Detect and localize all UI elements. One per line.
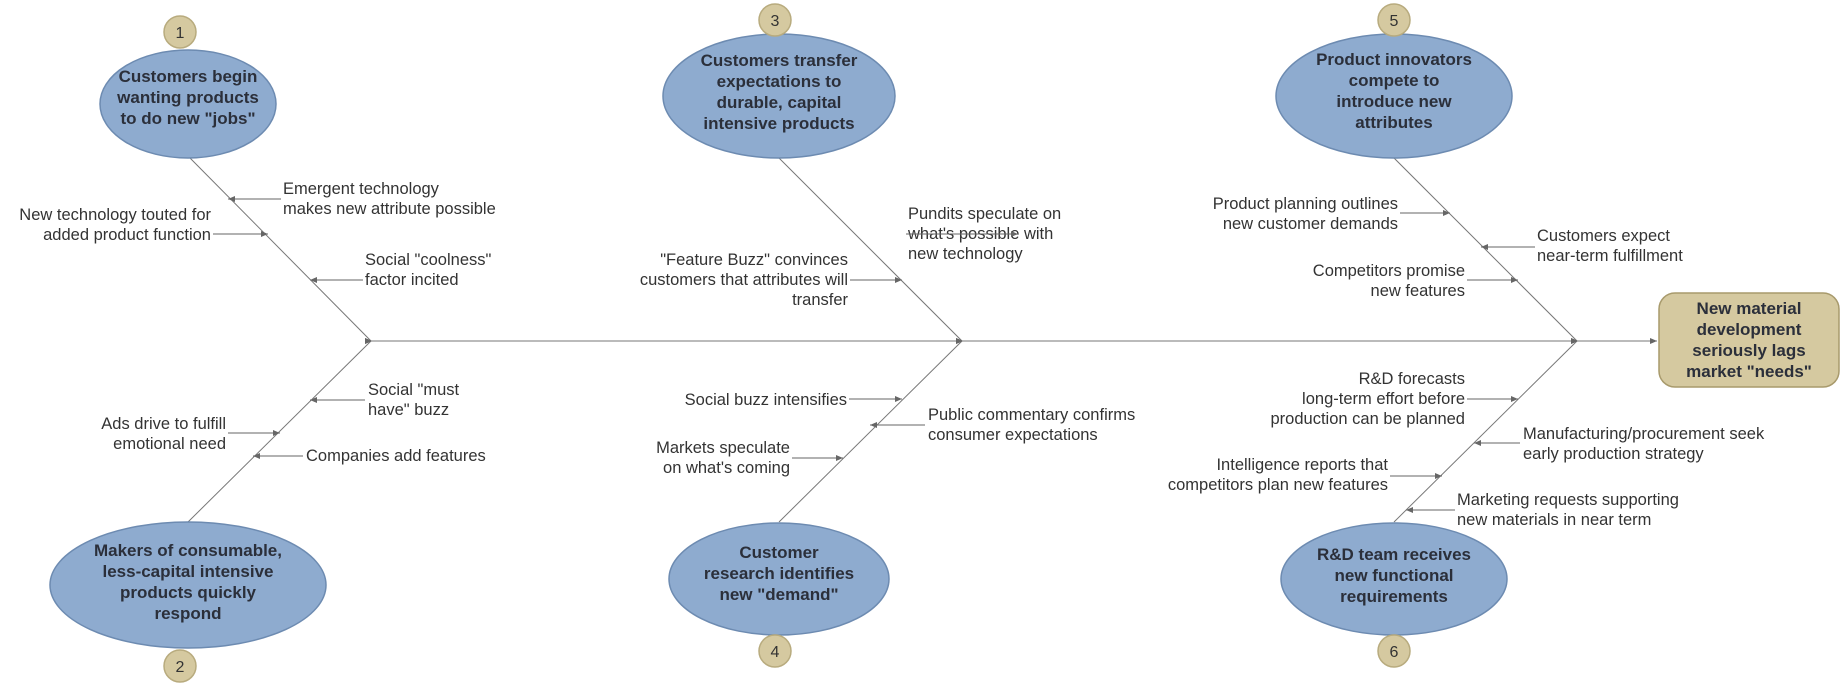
cause-number-badge-3 xyxy=(758,3,792,37)
sub-cause-label-2-3: Companies add features xyxy=(306,447,486,465)
effect-box xyxy=(1658,292,1840,388)
spine-joint-arrow-6 xyxy=(1571,338,1578,344)
cause-number-3: 3 xyxy=(771,13,780,30)
spine-joint-arrow-4 xyxy=(956,338,963,344)
sub-cause-label-4-1: Social buzz intensifies xyxy=(685,391,847,409)
spine-joint-arrow-2 xyxy=(365,338,372,344)
cause-ellipse-1 xyxy=(99,49,277,159)
cause-number-1: 1 xyxy=(176,25,185,42)
cause-number-4: 4 xyxy=(771,644,780,661)
cause-number-badge-2 xyxy=(163,649,197,683)
cause-number-5: 5 xyxy=(1390,13,1399,30)
cause-bone-1 xyxy=(189,157,372,342)
cause-number-badge-5 xyxy=(1377,3,1411,37)
cause-number-badge-1 xyxy=(163,15,197,49)
cause-number-6: 6 xyxy=(1390,644,1399,661)
cause-number-badge-4 xyxy=(758,634,792,668)
cause-bone-4 xyxy=(778,340,963,523)
cause-number-2: 2 xyxy=(176,659,185,676)
cause-bone-6 xyxy=(1393,340,1578,523)
sub-cause-label-1-3: Social "coolness"factor incited xyxy=(365,251,492,289)
cause-bone-3 xyxy=(778,157,963,342)
cause-ellipse-2 xyxy=(49,521,327,649)
cause-number-badge-6 xyxy=(1377,634,1411,668)
cause-title-2: Makers of consumable,less-capital intens… xyxy=(94,541,282,623)
